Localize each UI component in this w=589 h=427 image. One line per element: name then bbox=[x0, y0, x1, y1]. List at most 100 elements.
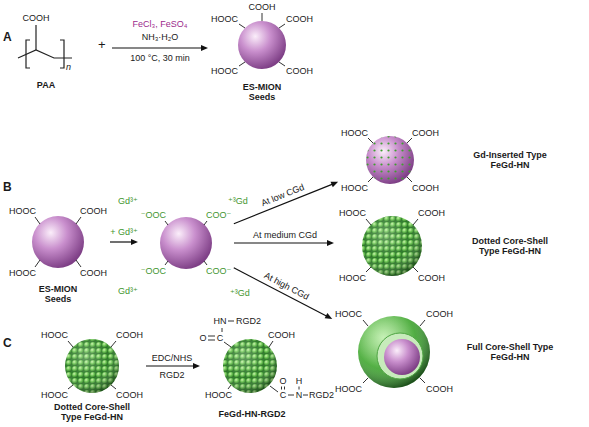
panel-letter-holder: A bbox=[3, 30, 12, 44]
carboxyl-label-holder: HOOC bbox=[335, 309, 362, 319]
carboxyl-label: HOOC bbox=[211, 14, 238, 24]
carboxyl-label-holder: HOOC bbox=[211, 66, 238, 76]
carboxyl-label-holder: COOH bbox=[268, 330, 295, 340]
amide-label: HN bbox=[214, 316, 227, 326]
carboxyl-label: COOH bbox=[286, 14, 313, 24]
reagent-text: NH₃·H₂O bbox=[142, 32, 179, 42]
panel-letter-holder: C bbox=[3, 336, 12, 350]
panel-letter: B bbox=[3, 180, 12, 194]
arrow-shaft bbox=[234, 242, 328, 243]
ion-label-holder: ⁺³Gd bbox=[228, 196, 248, 206]
species-node: Full Core-Shell Type FeGd-HN bbox=[334, 306, 454, 396]
carboxyl-label: HOOC bbox=[339, 273, 366, 283]
ion-label-holder: ⁺³Gd bbox=[230, 288, 250, 298]
carboxyl-label-holder: HOOC bbox=[41, 390, 68, 400]
amide-label: O bbox=[199, 333, 206, 343]
arrow-shaft bbox=[146, 365, 194, 366]
ion-label: COO⁻ bbox=[206, 210, 231, 220]
carboxyl-label: HOOC bbox=[335, 309, 362, 319]
species-label-holder: Full Core-Shell Type FeGd-HN bbox=[462, 342, 558, 362]
ion-label: Gd³⁺ bbox=[118, 196, 138, 206]
amide-label-holder: O bbox=[279, 376, 286, 386]
ion-label-holder: COO⁻ bbox=[206, 210, 231, 220]
ion-label-holder: Gd³⁺ bbox=[118, 286, 138, 296]
ion-label-holder: COO⁻ bbox=[206, 266, 231, 276]
carboxyl-label-holder: HOOC bbox=[9, 268, 36, 278]
condition-text: 100 °C, 30 min bbox=[130, 53, 190, 63]
species-label-holder: Dotted Core-Shell Type FeGd-HN bbox=[44, 402, 140, 422]
carboxyl-label: COOH bbox=[426, 384, 453, 394]
amide-label: H bbox=[296, 376, 303, 386]
carboxyl-label: HOOC bbox=[41, 390, 68, 400]
arrow-shaft bbox=[112, 47, 202, 48]
panel-letter: A bbox=[3, 30, 12, 44]
carboxyl-label-holder: HOOC bbox=[211, 14, 238, 24]
species-label: ES-MION Seeds bbox=[32, 284, 84, 304]
amide-label: O bbox=[279, 376, 286, 386]
carboxyl-label: COOH bbox=[426, 309, 453, 319]
edge-label: FeCl₃, FeSO₄ bbox=[133, 19, 188, 29]
edge-label: At medium CGd bbox=[253, 230, 317, 240]
chemical-bonds bbox=[35, 13, 425, 395]
arrow-head bbox=[325, 313, 333, 319]
carboxyl-label-holder: COOH bbox=[426, 309, 453, 319]
amide-label-holder: N bbox=[296, 390, 303, 400]
repeat-index-holder: n bbox=[66, 62, 71, 72]
ion-label: COO⁻ bbox=[206, 266, 231, 276]
arrow-head bbox=[331, 182, 339, 188]
carboxyl-label: HOOC bbox=[211, 66, 238, 76]
carboxyl-label: HOOC bbox=[205, 390, 232, 400]
arrow-shaft bbox=[110, 241, 132, 242]
plus-sign-holder: + bbox=[98, 38, 106, 52]
reaction-arrow bbox=[146, 363, 200, 369]
species-label: ES-MION Seeds bbox=[236, 82, 288, 102]
edge-label: EDC/NHS bbox=[152, 353, 193, 363]
arrow-head bbox=[201, 45, 208, 51]
carboxyl-label-holder: HOOC bbox=[339, 208, 366, 218]
edge-label-holder: At medium CGd bbox=[253, 230, 317, 240]
species-label: Dotted Core-Shell Type FeGd-HN bbox=[462, 236, 558, 256]
carboxyl-label-holder: COOH bbox=[286, 14, 313, 24]
arrow-head bbox=[327, 240, 334, 246]
carboxyl-label: COOH bbox=[23, 13, 50, 23]
carboxyl-label-holder: COOH bbox=[80, 206, 107, 216]
condition-text-holder: 100 °C, 30 min bbox=[130, 53, 190, 63]
carboxyl-label-holder: COOH bbox=[418, 273, 445, 283]
amide-label-holder: C bbox=[217, 333, 224, 343]
carboxyl-label: COOH bbox=[116, 330, 143, 340]
nanoparticles bbox=[32, 21, 430, 393]
carboxyl-label: HOOC bbox=[41, 330, 68, 340]
carboxyl-label-holder: COOH bbox=[426, 384, 453, 394]
carboxyl-label: COOH bbox=[268, 330, 295, 340]
species-label: Full Core-Shell Type FeGd-HN bbox=[462, 342, 558, 362]
ion-label: ⁺³Gd bbox=[228, 196, 248, 206]
amide-label-holder: RGD2 bbox=[236, 316, 261, 326]
carboxyl-label: COOH bbox=[418, 273, 445, 283]
carboxyl-label-holder: COOH bbox=[23, 13, 50, 23]
amide-label: C bbox=[280, 390, 287, 400]
amide-label: C bbox=[217, 333, 224, 343]
species-label: PAA bbox=[37, 80, 55, 90]
carboxyl-label: COOH bbox=[249, 2, 276, 12]
carboxyl-label: COOH bbox=[418, 208, 445, 218]
carboxyl-label-holder: COOH bbox=[286, 66, 313, 76]
panel-letter: C bbox=[3, 336, 12, 350]
species-node: Gd³⁺⁺³Gd⁻OOCCOO⁻⁻OOCCOO⁻Gd³⁺⁺³Gd bbox=[140, 208, 232, 278]
amide-label-holder: H bbox=[296, 376, 303, 386]
edge-label-holder: + Gd³⁺ bbox=[110, 227, 138, 237]
reaction-arrow bbox=[110, 239, 138, 245]
amide-label-holder: RGD2 bbox=[309, 390, 334, 400]
amide-label: RGD2 bbox=[309, 390, 334, 400]
species-label: Gd-Inserted Type FeGd-HN bbox=[462, 150, 558, 170]
carboxyl-label: COOH bbox=[116, 390, 143, 400]
carboxyl-label-holder: HOOC bbox=[339, 273, 366, 283]
ion-label-holder: Gd³⁺ bbox=[118, 196, 138, 206]
ion-label: ⁺³Gd bbox=[230, 288, 250, 298]
species-label: Dotted Core-Shell Type FeGd-HN bbox=[44, 402, 140, 422]
species-label-holder: Gd-Inserted Type FeGd-HN bbox=[462, 150, 558, 170]
edge-label: + Gd³⁺ bbox=[110, 227, 138, 237]
amide-label-holder: HN bbox=[214, 316, 227, 326]
panel-letter-holder: B bbox=[3, 180, 12, 194]
carboxyl-label-holder: HOOC bbox=[341, 128, 368, 138]
carboxyl-label-holder: COOH bbox=[249, 2, 276, 12]
